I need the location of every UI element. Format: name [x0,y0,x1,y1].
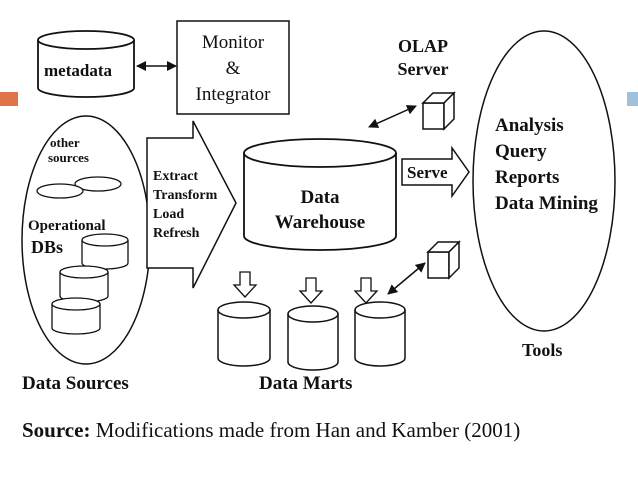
data-warehouse-cylinder [243,138,397,251]
olap-server-cube-top [421,91,456,131]
etl-step-refresh: Refresh [153,226,200,241]
data-mart-1 [217,301,271,367]
other-sources-label-2: sources [48,150,89,165]
operational-db-1 [81,233,129,270]
source-text: Modifications made from Han and Kamber (… [90,418,521,442]
etl-step-transform: Transform [153,188,218,203]
olap-label-2: Server [398,59,449,79]
operational-db-3 [51,297,101,335]
etl-step-extract: Extract [153,169,198,184]
other-sources-label-1: other [50,135,80,150]
tools-item-reports: Reports [495,167,559,188]
olap-label-1: OLAP [398,36,448,56]
metadata-label: metadata [44,61,112,80]
data-mart-2 [287,305,339,371]
data-sources-label: Data Sources [22,373,129,394]
operational-db-2 [59,265,109,303]
data-marts-label: Data Marts [259,373,352,394]
tools-item-data-mining: Data Mining [495,193,598,214]
marts-olap-arrow-bottom [387,262,426,295]
olap-server-cube-bottom [426,240,461,280]
warehouse-label-1: Data [300,187,340,208]
mart-down-arrow-1 [232,271,258,298]
tools-label: Tools [522,340,562,360]
monitor-label-3: Integrator [196,84,272,105]
warehouse-olap-arrow-top [368,105,417,128]
data-mart-3 [354,301,406,367]
metadata-cylinder [37,30,135,98]
tools-ellipse [472,30,616,332]
monitor-label-1: Monitor [202,32,265,53]
warehouse-label-2: Warehouse [275,212,365,233]
operational-label-2: DBs [31,237,63,257]
mart-down-arrow-3 [353,277,379,304]
tools-item-query: Query [495,141,547,162]
tools-item-analysis: Analysis [495,115,564,136]
monitor-integrator-box [176,20,290,115]
etl-arrow [146,120,237,289]
slide-accent-right [627,92,638,106]
source-caption: Source: Modifications made from Han and … [22,418,520,443]
serve-label: Serve [407,163,448,182]
operational-label-1: Operational [28,218,106,234]
slide-accent-left [0,92,18,106]
etl-step-load: Load [153,207,184,222]
other-sources-disks [36,176,122,199]
monitor-label-2: & [226,58,241,79]
source-label: Source: [22,418,91,442]
mart-down-arrow-2 [298,277,324,304]
serve-arrow [401,145,470,199]
